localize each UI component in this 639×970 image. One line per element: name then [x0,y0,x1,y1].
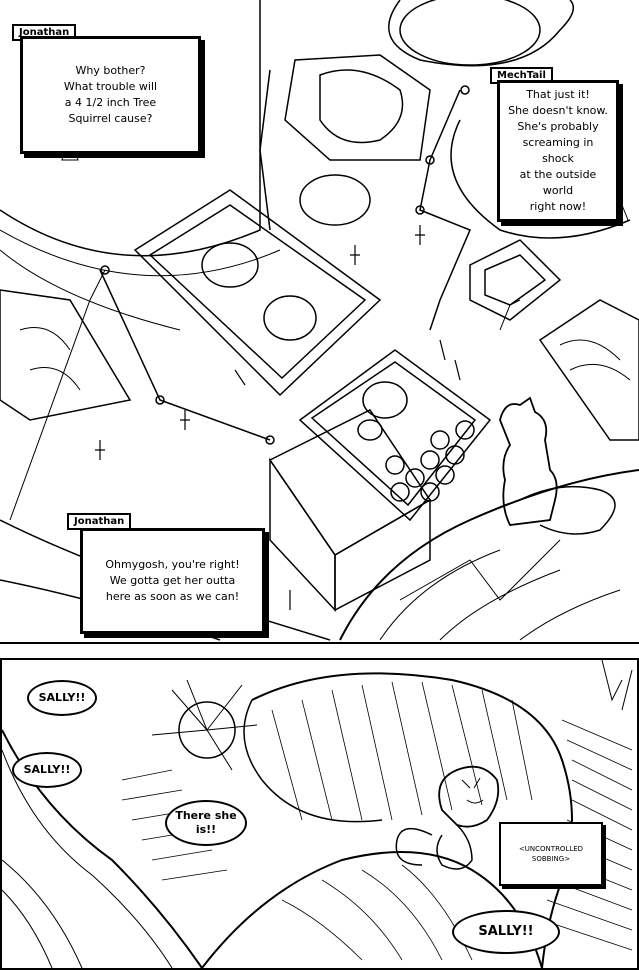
speech-bubble-there-she-is: There she is!! [165,800,247,846]
top-panel: Jonathan Why bother? What trouble will a… [0,0,639,644]
there-line-1: There she [175,809,237,822]
caption-box-2: That just it! She doesn't know. She's pr… [497,80,619,222]
sfx-sobbing-box: <UNCONTROLLED SOBBING> [499,822,603,886]
bottom-panel: SALLY!! SALLY!! There she is!! <UNCONTRO… [0,658,639,970]
sfx-line-2: SOBBING> [531,855,571,863]
caption-2-line-2: She doesn't know. [508,104,608,117]
caption-2-line-1: That just it! [526,88,590,101]
caption-2-line-5: at the outside world [519,168,597,197]
caption-1-line-1: Why bother? [75,64,146,77]
caption-2-line-3: She's probably [517,120,599,133]
caption-3-line-3: here as soon as we can! [105,590,240,603]
caption-box-1: Why bother? What trouble will a 4 1/2 in… [20,36,201,154]
caption-2-line-4: screaming in shock [522,136,594,165]
caption-3-line-1: Ohmygosh, you're right! [105,558,240,571]
caption-1-line-2: What trouble will [63,80,158,93]
caption-1-line-4: Squirrel cause? [68,112,153,125]
speech-bubble-sally-3: SALLY!! [452,910,560,954]
caption-2-line-6: right now! [529,200,587,213]
top-panel-artwork [0,0,639,641]
speech-bubble-sally-1: SALLY!! [27,680,97,716]
speech-bubble-sally-2: SALLY!! [12,752,82,788]
caption-3-line-2: We gotta get her outta [109,574,236,587]
caption-box-3: Ohmygosh, you're right! We gotta get her… [80,528,265,634]
there-line-2: is!! [195,823,217,836]
sfx-line-1: <UNCONTROLLED [518,845,584,853]
caption-1-line-3: a 4 1/2 inch Tree [64,96,157,109]
